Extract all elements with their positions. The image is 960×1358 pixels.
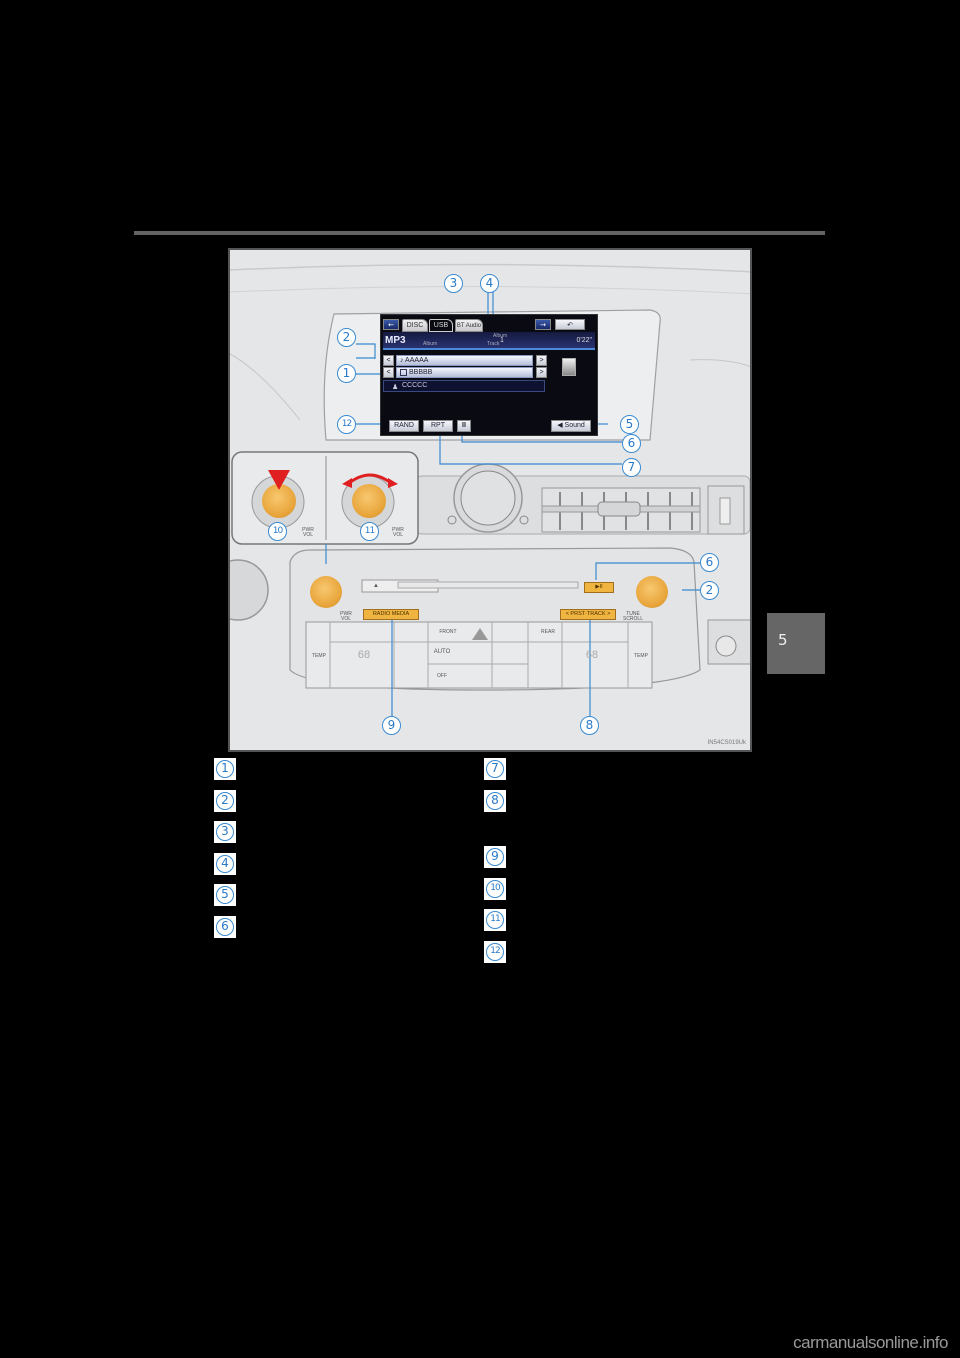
- front-defrost-button[interactable]: FRONT: [439, 629, 457, 635]
- album-small-label: Album: [423, 341, 438, 347]
- legend-badge-7: 7: [484, 758, 506, 780]
- speaker-icon: ◀: [557, 422, 565, 429]
- audio-controls-figure: ← DISC USB BT Audio → ↶ MP3 Album Album …: [228, 248, 752, 752]
- folder-name-field[interactable]: BBBBB: [396, 367, 533, 378]
- figure-id: IN54CS019Uk: [707, 740, 746, 746]
- return-icon: ↶: [567, 321, 573, 329]
- elapsed-time: 0'22": [576, 337, 592, 344]
- callout-11: 11: [360, 522, 379, 541]
- audio-screen: ← DISC USB BT Audio → ↶ MP3 Album Album …: [380, 314, 598, 436]
- folder-name: BBBBB: [409, 369, 433, 376]
- legend-badge-8: 8: [484, 790, 506, 812]
- folder-icon: [400, 369, 407, 376]
- person-icon: ♟: [392, 384, 399, 391]
- legend-badge-10: 10: [484, 878, 506, 900]
- arrow-right-icon: →: [540, 321, 546, 329]
- format-label: MP3: [385, 335, 406, 346]
- artist-name: CCCCC: [402, 382, 428, 389]
- chapter-number: 5: [778, 631, 788, 649]
- legend-badge-12: 12: [484, 941, 506, 963]
- rand-button[interactable]: RAND: [389, 420, 419, 432]
- folder-next-button[interactable]: >: [536, 367, 547, 378]
- inset-knob-label-left: PWR VOL: [302, 527, 314, 538]
- legend-badge-6: 6: [214, 916, 236, 938]
- tune-scroll-knob[interactable]: [636, 576, 668, 608]
- temp-display-left: 68: [357, 649, 371, 661]
- tune-scroll-label: TUNE SCROLL: [622, 611, 643, 622]
- callout-7: 7: [622, 458, 641, 477]
- eject-icon[interactable]: ▲: [373, 583, 379, 589]
- sound-label: Sound: [564, 422, 585, 429]
- return-button[interactable]: ↶: [555, 319, 585, 330]
- screen-tab-bar: ← DISC USB BT Audio → ↶: [383, 318, 595, 332]
- track-label: Track: [487, 341, 500, 347]
- rpt-button[interactable]: RPT: [423, 420, 453, 432]
- temp-display-right: 68: [585, 649, 599, 661]
- temp-label-right: TEMP: [634, 653, 648, 659]
- callout-6-screen: 6: [622, 434, 641, 453]
- tab-bt-audio[interactable]: BT Audio: [455, 319, 483, 332]
- watermark[interactable]: carmanualsonline.info: [793, 1333, 948, 1352]
- track-title-field[interactable]: ♪ AAAAA: [396, 355, 533, 366]
- arrow-left-icon: ←: [388, 321, 394, 329]
- tab-usb[interactable]: USB: [429, 319, 453, 332]
- callout-1: 1: [337, 364, 356, 383]
- legend-badge-1: 1: [214, 758, 236, 780]
- callout-6-panel: 6: [700, 553, 719, 572]
- callout-8: 8: [580, 716, 599, 735]
- rotate-arrow-icon: [342, 473, 398, 488]
- climate-off-button[interactable]: OFF: [437, 673, 447, 679]
- inset-knob-rotate[interactable]: [352, 484, 386, 518]
- callout-2-panel: 2: [700, 581, 719, 600]
- legend-badge-5: 5: [214, 884, 236, 906]
- callout-5: 5: [620, 415, 639, 434]
- track-prev-button[interactable]: <: [383, 355, 394, 366]
- track-next-button[interactable]: >: [536, 355, 547, 366]
- callout-10: 10: [268, 522, 287, 541]
- track-info-bar: MP3 Album Album Track 1 0'22": [383, 332, 595, 350]
- pause-button[interactable]: II: [457, 420, 471, 432]
- legend-badge-11: 11: [484, 909, 506, 931]
- header-rule: [134, 231, 825, 235]
- callout-9: 9: [382, 716, 401, 735]
- callout-4: 4: [480, 274, 499, 293]
- callout-12: 12: [337, 415, 356, 434]
- inset-knob-label-right: PWR VOL: [392, 527, 404, 538]
- artist-field: ♟ CCCCC: [383, 380, 545, 392]
- climate-auto-button[interactable]: AUTO: [433, 649, 451, 655]
- callout-3: 3: [444, 274, 463, 293]
- legend-badge-4: 4: [214, 853, 236, 875]
- temp-label-left: TEMP: [312, 653, 326, 659]
- press-arrow-icon: [268, 470, 290, 490]
- radio-media-button[interactable]: RADIO MEDIA: [363, 609, 419, 620]
- power-volume-knob[interactable]: [310, 576, 342, 608]
- rear-defrost-button[interactable]: REAR: [541, 629, 555, 635]
- chapter-tab[interactable]: 5: [767, 613, 825, 674]
- legend-badge-2: 2: [214, 790, 236, 812]
- folder-prev-button[interactable]: <: [383, 367, 394, 378]
- sound-button[interactable]: ◀ Sound: [551, 420, 591, 432]
- back-arrow-button[interactable]: ←: [383, 319, 399, 330]
- pwr-vol-label: PWR VOL: [340, 611, 352, 622]
- usb-device-icon: [562, 358, 576, 376]
- seek-track-button[interactable]: < PRST·TRACK >: [560, 609, 616, 620]
- callout-2: 2: [337, 328, 356, 347]
- album-top-label: Album: [493, 333, 508, 339]
- forward-arrow-button[interactable]: →: [535, 319, 551, 330]
- track-number: 1: [500, 337, 504, 344]
- play-pause-button[interactable]: ▶II: [584, 582, 614, 593]
- legend-badge-9: 9: [484, 846, 506, 868]
- tab-disc[interactable]: DISC: [402, 319, 428, 332]
- legend-badge-3: 3: [214, 821, 236, 843]
